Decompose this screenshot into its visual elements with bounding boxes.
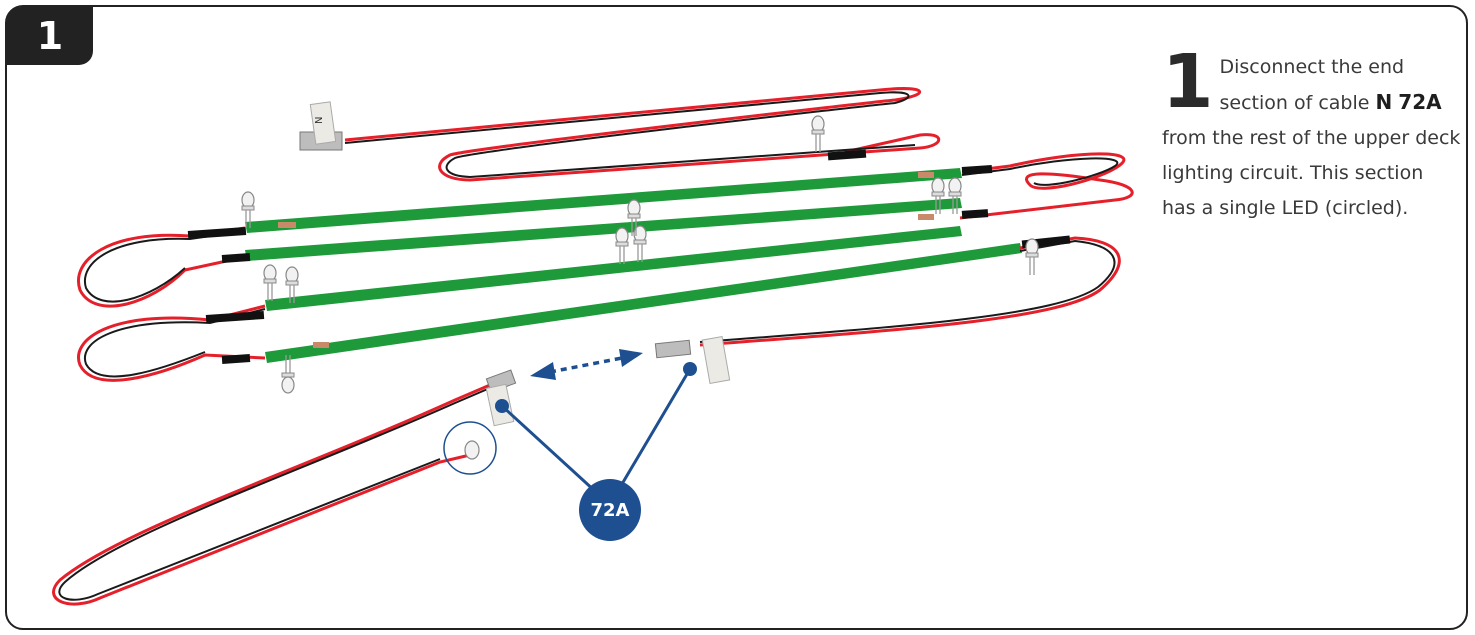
top-wire: N — [299, 87, 941, 182]
left-wire-loops — [77, 226, 266, 382]
drop-cap: 1 — [1162, 39, 1214, 125]
end-section-72a — [52, 369, 517, 606]
instruction-text: 1 Disconnect the end section of cable N … — [1162, 39, 1462, 226]
instruction-text-1: Disconnect the end section of cable — [1219, 56, 1405, 114]
instruction-text-2: from the rest of the upper deck lighting… — [1162, 127, 1461, 219]
instruction-bold-72a: 72A — [1398, 90, 1442, 114]
callout-leaders — [495, 362, 697, 494]
cable-callout-badge: 72A — [579, 479, 641, 541]
led-strips — [245, 168, 1022, 363]
right-wire-loops — [699, 149, 1134, 347]
instruction-bold-n: N — [1375, 90, 1393, 114]
disconnect-arrow — [530, 349, 643, 380]
step-number-badge: 1 — [7, 7, 93, 65]
main-circuit-connector — [654, 336, 731, 384]
led-highlight-circle — [443, 421, 497, 475]
strip-leds — [241, 115, 1039, 394]
svg-text:N: N — [314, 117, 325, 124]
